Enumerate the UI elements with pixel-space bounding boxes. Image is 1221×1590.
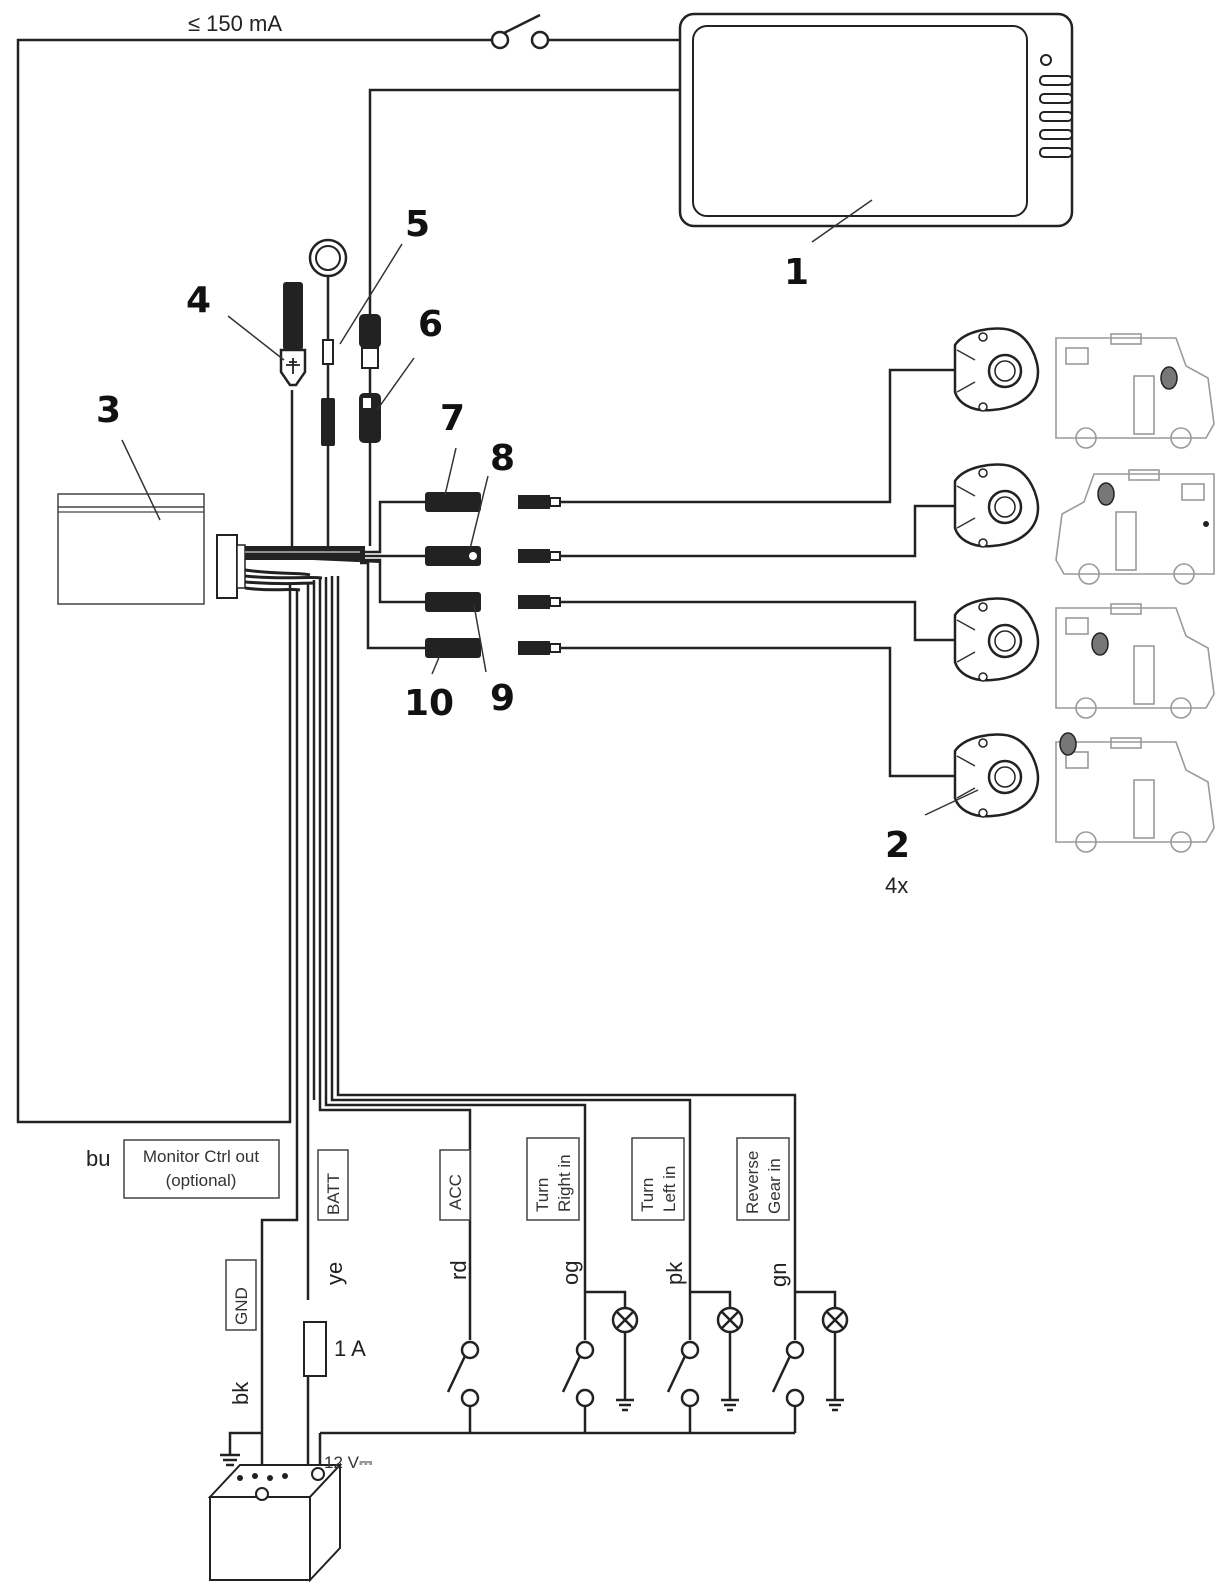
batt-label: BATT	[324, 1173, 343, 1215]
wire-code-pk: pk	[662, 1261, 687, 1285]
turn-right-box	[526, 1137, 580, 1221]
reverse-gear-line2: Gear in	[765, 1158, 784, 1214]
turn-right-line1: Turn	[533, 1178, 552, 1212]
switch-turn-left	[666, 1290, 744, 1433]
wire-code-og: og	[558, 1261, 583, 1285]
monitor-ctrl-optional-label: (optional)	[166, 1171, 237, 1190]
control-unit	[57, 439, 246, 605]
callout-2: 2	[885, 825, 910, 866]
wire-code-bk: bk	[228, 1381, 253, 1405]
wire-code-ye: ye	[322, 1262, 347, 1285]
harness-bundle	[244, 546, 381, 592]
reverse-gear-line1: Reverse	[743, 1151, 762, 1214]
monitor-ctrl-out-box	[123, 1139, 280, 1199]
acc-box	[439, 1149, 471, 1221]
monitor-cable	[368, 88, 680, 315]
monitor-ctrl-out-label: Monitor Ctrl out	[143, 1147, 259, 1166]
camera-cables	[560, 368, 955, 778]
wire-code-bu: bu	[86, 1146, 110, 1171]
callout-6: 6	[418, 304, 443, 345]
callout-4: 4	[186, 280, 211, 321]
wire-code-rd: rd	[446, 1260, 471, 1280]
battery	[207, 1462, 343, 1583]
turn-left-box	[631, 1137, 685, 1221]
gnd-label: GND	[232, 1287, 251, 1325]
motorhome-icons	[1055, 333, 1215, 853]
switch-turn-right	[561, 1290, 639, 1433]
gnd-box	[225, 1259, 257, 1331]
current-limit-label: ≤ 150 mA	[188, 11, 282, 36]
acc-label: ACC	[446, 1174, 465, 1210]
batt-box	[317, 1149, 349, 1221]
power-wires	[260, 576, 797, 1490]
camera-connectors	[360, 447, 561, 675]
turn-left-line2: Left in	[660, 1166, 679, 1212]
connector-4-usb	[227, 282, 307, 546]
switch-acc	[446, 1340, 480, 1433]
switch-reverse-gear	[771, 1290, 849, 1433]
camera-count-label: 4x	[885, 873, 908, 898]
connector-6-rca	[359, 314, 415, 546]
battery-voltage-label: 12 V⎓	[324, 1453, 373, 1472]
callout-7: 7	[440, 398, 465, 439]
ground-symbol	[220, 1431, 262, 1467]
wire-code-gn: gn	[766, 1263, 791, 1287]
callout-8: 8	[490, 438, 515, 479]
callout-3: 3	[96, 390, 121, 431]
camera-units	[924, 327, 1040, 818]
callout-1: 1	[784, 252, 809, 293]
callout-5: 5	[405, 204, 430, 245]
monitor-ctrl-wire	[16, 13, 680, 1124]
fuse-symbol	[303, 1321, 327, 1377]
callout-10: 10	[404, 683, 454, 724]
callout-9: 9	[490, 678, 515, 719]
reverse-gear-box	[736, 1137, 790, 1221]
turn-left-line1: Turn	[638, 1178, 657, 1212]
turn-right-line2: Right in	[555, 1154, 574, 1212]
fuse-label: 1 A	[334, 1336, 366, 1361]
connector-5-ring	[308, 238, 403, 546]
monitor	[678, 12, 1074, 243]
